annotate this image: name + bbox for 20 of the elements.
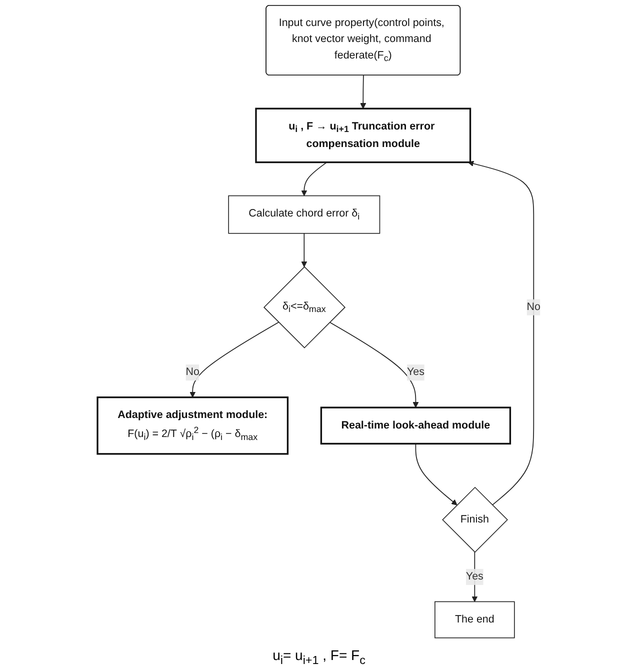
edge-label: Yes [406, 366, 424, 378]
arrow [190, 322, 280, 398]
loop-assignment-note: u$_{i}$= u$_{i+1}$ , F= F$_{c}$ [272, 647, 366, 667]
node-box: Calculate chord error δ$_{i}$ [228, 195, 380, 234]
node-box: Adaptive adjustment module: F(u$_{i}$) = 2/T √ρ$_{i}$$^{2}$ − (ρ$_{i}$ − δ$_{max}$ [96, 396, 289, 455]
edge-label: No [186, 366, 200, 378]
arrow [301, 232, 308, 268]
arrow [329, 322, 419, 408]
arrow [472, 552, 478, 602]
edge-label: Yes [466, 570, 484, 582]
arrow [468, 160, 534, 506]
node-diamond: δ$_{i}$<=δ$_{max}$ [263, 266, 346, 348]
node-diamond: Finish [442, 486, 508, 553]
arrow [360, 75, 366, 109]
arrow [415, 443, 458, 506]
node-box: u$_{i}$ , F → u$_{i+1}$ Truncation error compensation module [255, 108, 472, 164]
edge-label: No [526, 301, 540, 313]
arrow [301, 162, 328, 196]
node-box: The end [434, 601, 515, 638]
node-box: Real-time look-ahead module [320, 406, 512, 445]
